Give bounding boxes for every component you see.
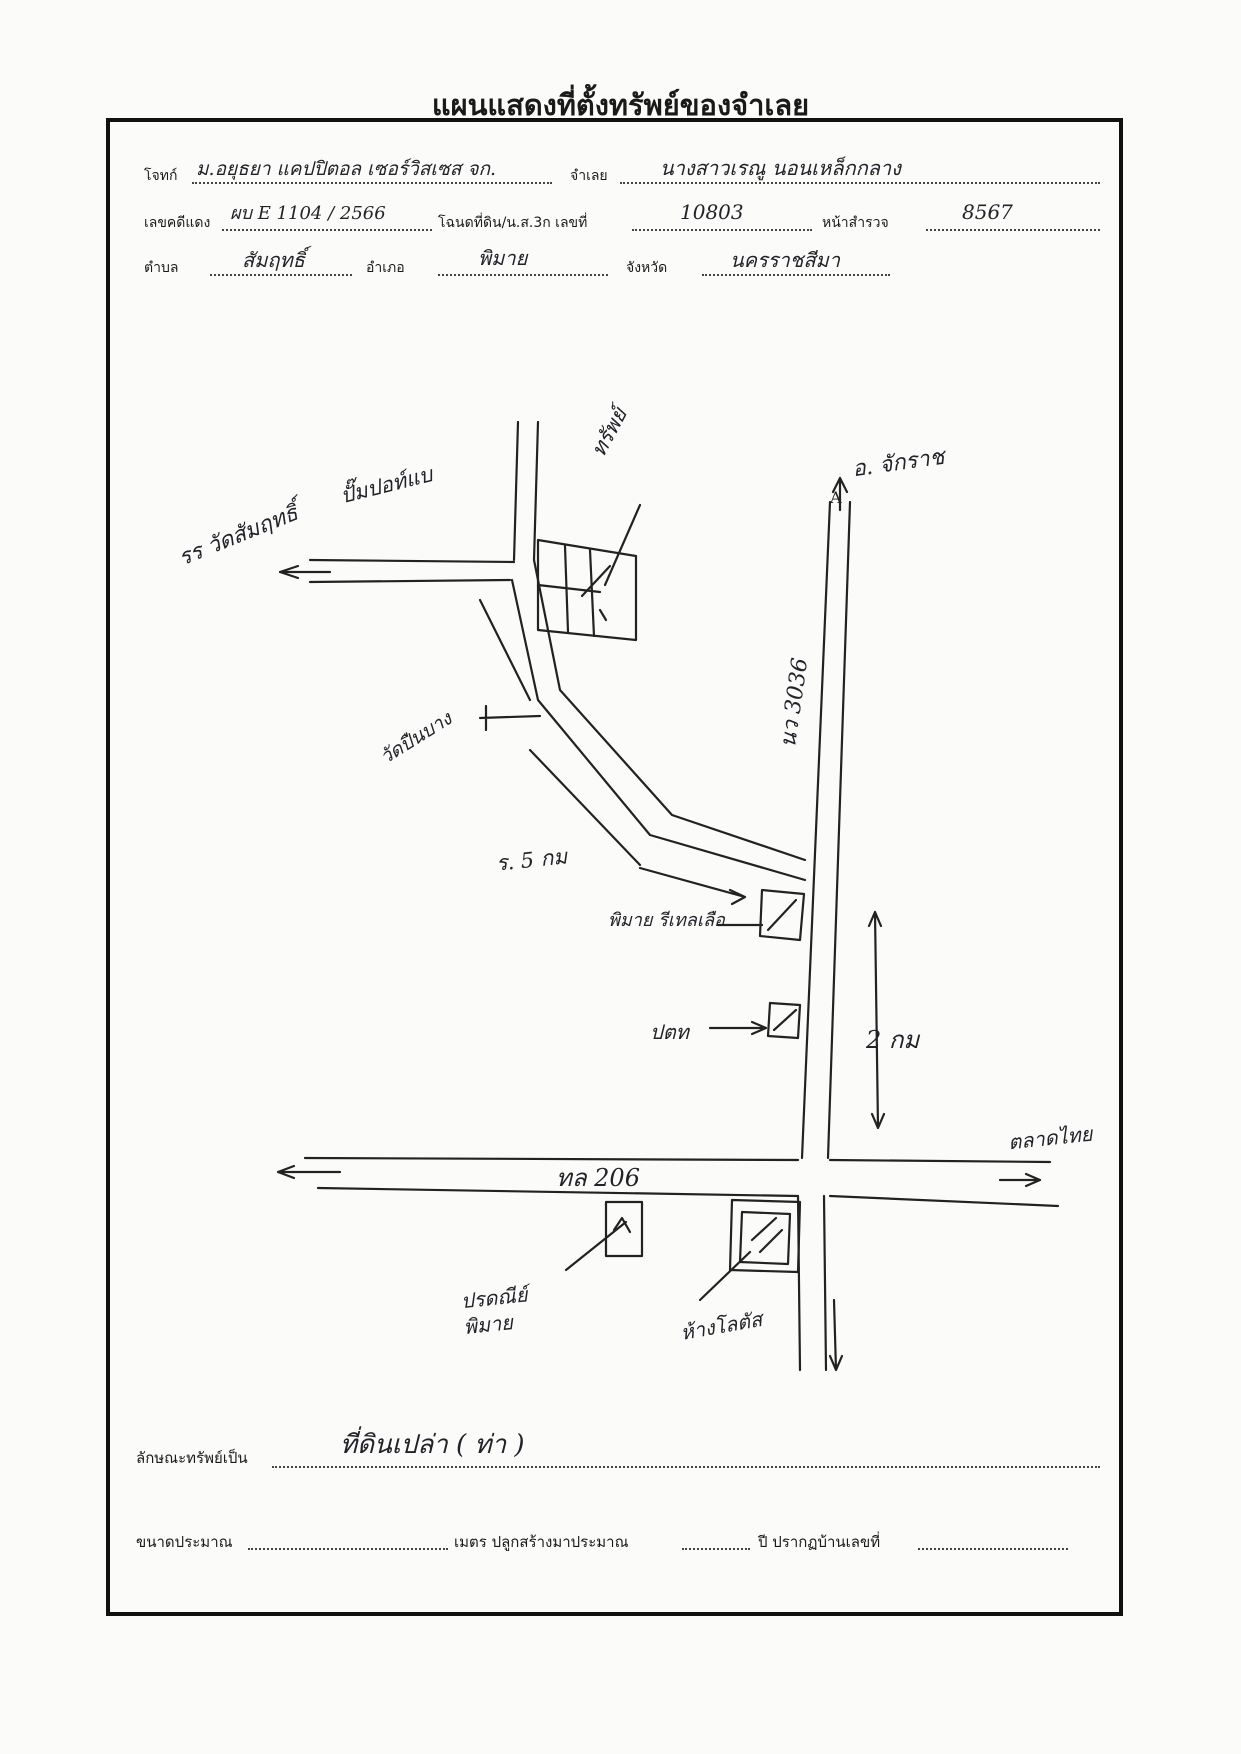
diagonal-road-left-edge (510, 578, 807, 882)
size-label: ขนาดประมาณ (136, 1533, 233, 1551)
main-road-right-edge (826, 500, 852, 1160)
shop-box-mark (750, 1216, 784, 1254)
province-dots (702, 274, 890, 276)
house-number-dots (918, 1548, 1068, 1550)
shop-box-inner (738, 1210, 792, 1266)
property-pointer (603, 503, 642, 587)
subdistrict-label: ตำบล (144, 260, 179, 276)
ptt-pointer (708, 1020, 768, 1036)
property-type-dots (272, 1466, 1100, 1468)
subdistrict-dots (210, 274, 352, 276)
north-arrow-line (831, 476, 849, 512)
ptt-box-mark (772, 1008, 798, 1032)
diagonal-road-dash (478, 598, 532, 702)
main-road-left-edge (800, 500, 832, 1160)
post-pointer (564, 1220, 628, 1272)
top-road-left-edge (512, 420, 520, 562)
case-value: ผบ E 1104 / 2566 (230, 203, 386, 224)
north-label: A (830, 488, 842, 507)
highway-top-edge (303, 1156, 1052, 1164)
plaintiff-label: โจทก์ (144, 168, 178, 184)
district-dots (438, 274, 608, 276)
highway-west-arrow (276, 1164, 342, 1180)
case-dots (222, 229, 432, 231)
highway-label: ทล 206 (556, 1164, 640, 1192)
year-dots (682, 1548, 750, 1550)
west-road-top-edge (308, 558, 516, 564)
market-label: พิมาย รีเทลเลือ (608, 910, 725, 931)
top-road-right-edge (532, 420, 540, 562)
property-lot-grid (536, 544, 602, 638)
deed-dots (632, 229, 812, 231)
case-label: เลขคดีแดง (144, 215, 211, 231)
lower-road-right-edge (822, 1194, 828, 1372)
defendant-label: จำเลย (570, 168, 608, 184)
page-value: 8567 (962, 200, 1013, 224)
page-label: หน้าสำรวจ (822, 215, 889, 231)
year-label: ปี ปรากฏบ้านเลขที่ (758, 1533, 881, 1551)
meter-label: เมตร ปลูกสร้างมาประมาณ (454, 1533, 629, 1551)
defendant-dots (620, 182, 1100, 184)
district-label: อำเภอ (366, 260, 405, 276)
plaintiff-dots (192, 182, 552, 184)
subdistrict-value: สัมฤทธิ์ (242, 248, 305, 272)
south-arrow (828, 1298, 844, 1372)
temple-pointer (478, 704, 542, 732)
shop-box (728, 1198, 802, 1274)
property-mark (580, 564, 612, 622)
market-box (758, 888, 806, 942)
property-lot (536, 538, 638, 642)
market-box-mark (766, 898, 798, 932)
west-arrow (278, 564, 332, 580)
page-dots (926, 229, 1100, 231)
district-value: พิมาย (478, 246, 528, 270)
highway-bottom-edge (316, 1186, 1060, 1208)
province-value: นครราชสีมา (730, 248, 840, 272)
post-box (604, 1200, 644, 1258)
ptt-label: ปตท (650, 1020, 689, 1044)
deed-label: โฉนดที่ดิน/น.ส.3ก เลขที่ (438, 215, 588, 231)
defendant-value: นางสาวเรณู นอนเหล็กกลาง (660, 156, 901, 180)
diagonal-road-dash-2 (528, 748, 642, 867)
market-pointer (638, 866, 747, 906)
property-type-label: ลักษณะทรัพย์เป็น (136, 1449, 248, 1467)
deed-value: 10803 (680, 200, 744, 224)
distance-side-label: 2 กม (866, 1026, 920, 1054)
shop-pointer (698, 1250, 752, 1302)
ptt-box (766, 1001, 802, 1040)
page-title: แผนแสดงที่ตั้งทรัพย์ของจำเลย (431, 88, 810, 122)
post-box-mark (612, 1216, 632, 1234)
province-label: จังหวัด (626, 260, 668, 276)
property-type-value: ที่ดินเปล่า ( ท่า ) (340, 1430, 525, 1460)
size-dots (248, 1548, 448, 1550)
west-road-bottom-edge (308, 578, 512, 584)
plaintiff-value: ม.อยุธยา แคปปิตอล เซอร์วิสเซส จก. (196, 158, 497, 180)
distance-arrow (867, 910, 886, 1130)
diagonal-road-right-edge (532, 558, 807, 862)
document-frame (106, 118, 1123, 1616)
highway-east-arrow (998, 1172, 1042, 1188)
